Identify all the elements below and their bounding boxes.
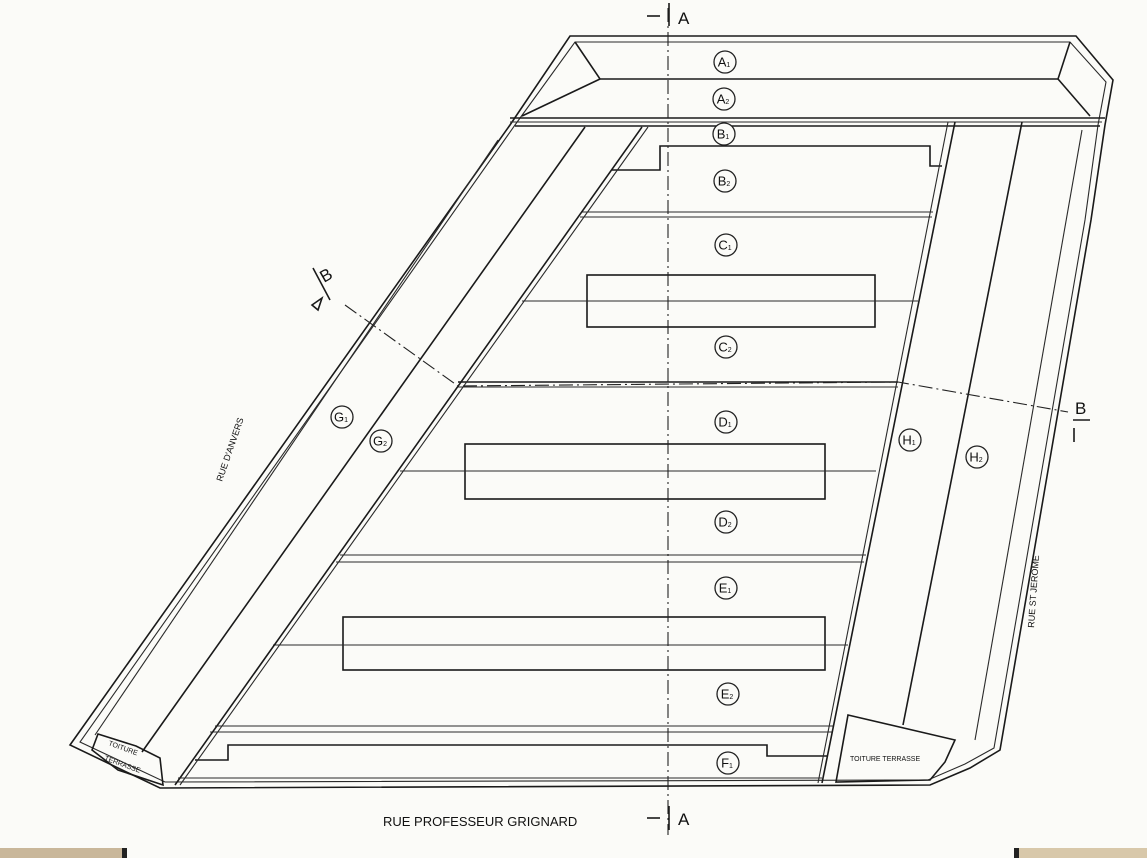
- zone-label: F1: [721, 756, 733, 771]
- section-b-axis: B B: [310, 264, 1090, 442]
- svg-text:TOITURE: TOITURE: [107, 740, 138, 757]
- roof-terrace-left: TOITURE TERRASSE: [91, 733, 164, 787]
- zone-circle: [716, 751, 740, 775]
- zone-circle: [714, 410, 738, 434]
- skylights: [273, 274, 918, 671]
- top-hip-roof: [510, 41, 1105, 127]
- right-wing: [817, 121, 1083, 784]
- street-right-label: RUE ST JEROME: [1026, 555, 1041, 628]
- zone-marker-g1: G1: [330, 405, 354, 429]
- section-a-top-label: A: [678, 9, 690, 28]
- section-a-bottom-label: A: [678, 810, 690, 829]
- zone-circle: [369, 429, 393, 453]
- zone-circle: [714, 233, 738, 257]
- zone-marker-d1: D1: [714, 410, 738, 434]
- zone-marker-h1: H1: [898, 428, 922, 452]
- zone-circle: [713, 50, 737, 74]
- zone-circle: [713, 169, 737, 193]
- zone-marker-c1: C1: [714, 233, 738, 257]
- zone-marker-c2: C2: [714, 335, 738, 359]
- zone-circle: [712, 122, 736, 146]
- zone-circle: [714, 335, 738, 359]
- zone-marker-b2: B2: [713, 169, 737, 193]
- section-b-right-label: B: [1075, 399, 1086, 418]
- zone-marker-e2: E2: [716, 682, 740, 706]
- zone-marker-h2: H2: [965, 445, 989, 469]
- zone-circle: [714, 576, 738, 600]
- zone-marker-g2: G2: [369, 429, 393, 453]
- zone-marker-f1: F1: [716, 751, 740, 775]
- zone-circle: [965, 445, 989, 469]
- scan-edge-right: [1014, 848, 1147, 858]
- skylight-e: [342, 616, 826, 671]
- section-b-left-label: B: [317, 264, 336, 286]
- zone-circle: [898, 428, 922, 452]
- zone-marker-b1: B1: [712, 122, 736, 146]
- zone-marker-e1: E1: [714, 576, 738, 600]
- left-wing: [94, 126, 649, 786]
- zone-circle: [330, 405, 354, 429]
- street-left-label: RUE D'ANVERS: [214, 416, 245, 482]
- roof-terrace-right: TOITURE TERRASSE: [835, 714, 957, 783]
- zone-circle: [712, 87, 736, 111]
- zone-marker-a1: A1: [713, 50, 737, 74]
- zone-marker-a2: A2: [712, 87, 736, 111]
- zone-circle: [716, 682, 740, 706]
- zone-marker-d2: D2: [714, 510, 738, 534]
- street-bottom-label: RUE PROFESSEUR GRIGNARD: [383, 814, 577, 829]
- section-a-axis: A A: [647, 3, 690, 835]
- svg-text:TOITURE TERRASSE: TOITURE TERRASSE: [850, 756, 920, 763]
- zone-circle: [714, 510, 738, 534]
- building-outline: [68, 35, 1114, 789]
- division-lines: [178, 211, 933, 779]
- scan-edge-left: [0, 848, 127, 858]
- zone-b-outline: [612, 145, 942, 171]
